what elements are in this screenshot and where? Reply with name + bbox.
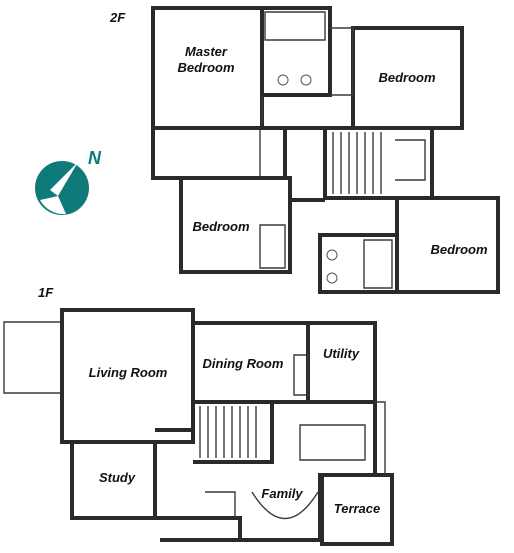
room-label-utility: Utility [323, 346, 360, 361]
room-label-master-line1: Master [185, 44, 228, 59]
room-label-master-line2: Bedroom [177, 60, 235, 75]
room-label-dining-room: Dining Room [203, 356, 284, 371]
floor-label-2f: 2F [109, 10, 126, 25]
room-label-terrace: Terrace [334, 501, 381, 516]
room-label-study: Study [99, 470, 136, 485]
room-label-family: Family [261, 486, 303, 501]
room-label-bedroom-ne: Bedroom [378, 70, 436, 85]
room-label-living-room: Living Room [89, 365, 168, 380]
room-label-bedroom-w: Bedroom [192, 219, 250, 234]
room-label-bedroom-se: Bedroom [430, 242, 488, 257]
second-floor-plan [151, 6, 500, 294]
floor-label-1f: 1F [38, 285, 54, 300]
first-floor-plan [3, 308, 394, 546]
north-label: N [88, 148, 102, 168]
compass-icon [35, 161, 89, 215]
